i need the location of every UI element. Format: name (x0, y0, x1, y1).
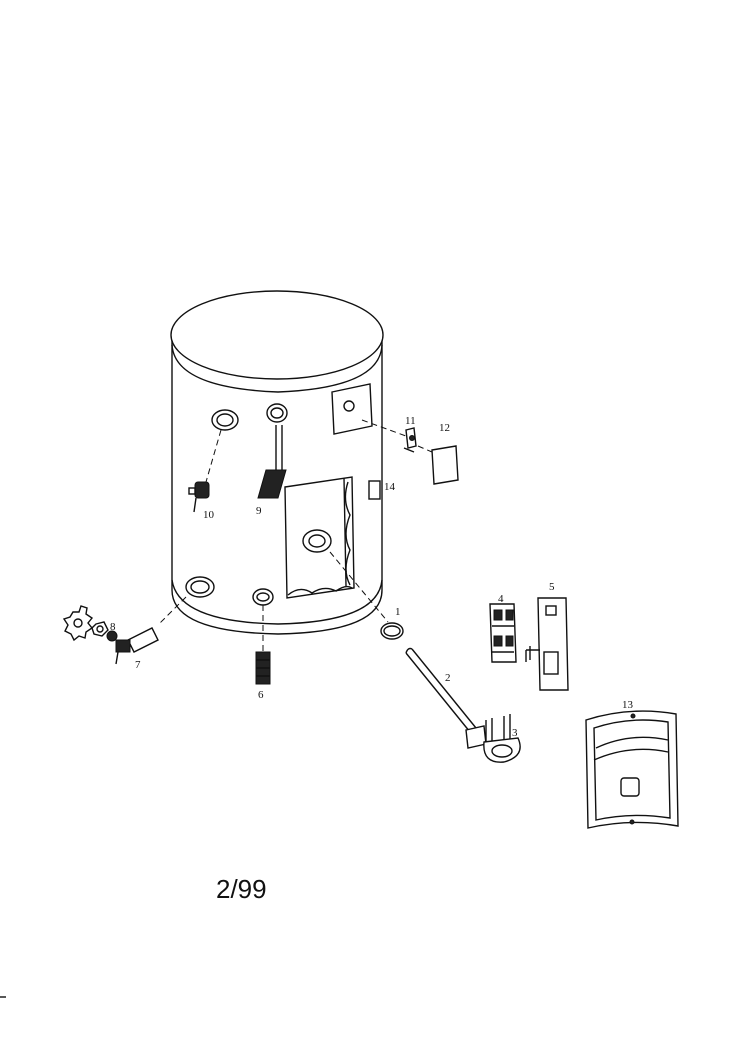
part-label-3: 3 (512, 727, 518, 739)
part-10-relief-valve (188, 429, 222, 513)
part-label-10: 10 (203, 509, 215, 521)
revision-date: 2/99 (216, 874, 267, 904)
part-13-access-cover (585, 710, 679, 829)
part-6-nipple (255, 605, 271, 685)
part-8-drain-parts (62, 605, 118, 642)
part-label-5: 5 (549, 581, 555, 593)
part-11-clip (403, 427, 417, 453)
part-12-cover (431, 445, 459, 485)
part-label-1: 1 (395, 606, 401, 618)
top-right-fitting (266, 403, 288, 423)
cover-leader (417, 445, 433, 453)
upper-access-panel (331, 383, 373, 435)
part-label-7: 7 (135, 659, 141, 671)
part-label-13: 13 (622, 699, 634, 711)
part-label-2: 2 (445, 672, 451, 684)
upper-leader (361, 419, 407, 437)
bottom-right-fitting (252, 588, 274, 606)
lower-access-opening (284, 476, 355, 599)
part-label-6: 6 (258, 689, 264, 701)
part-2-heating-element (405, 647, 487, 749)
part-4-thermostat (489, 603, 517, 663)
part-label-9: 9 (256, 505, 262, 517)
part-5-thermostat-bracket (525, 597, 569, 691)
part-label-8: 8 (110, 621, 116, 633)
part-label-4: 4 (498, 593, 504, 605)
part-label-14: 14 (384, 481, 396, 493)
part-14-plate (368, 480, 381, 500)
part-label-11: 11 (405, 415, 416, 427)
element-leader (329, 551, 389, 623)
top-left-fitting (211, 409, 239, 431)
bottom-left-fitting (185, 576, 215, 598)
part-9-dip-tube (257, 425, 287, 499)
part-3-element-bracket (483, 714, 521, 763)
part-1-gasket (380, 622, 404, 640)
part-label-12: 12 (439, 422, 450, 434)
part-7-drain-valve (115, 596, 187, 665)
